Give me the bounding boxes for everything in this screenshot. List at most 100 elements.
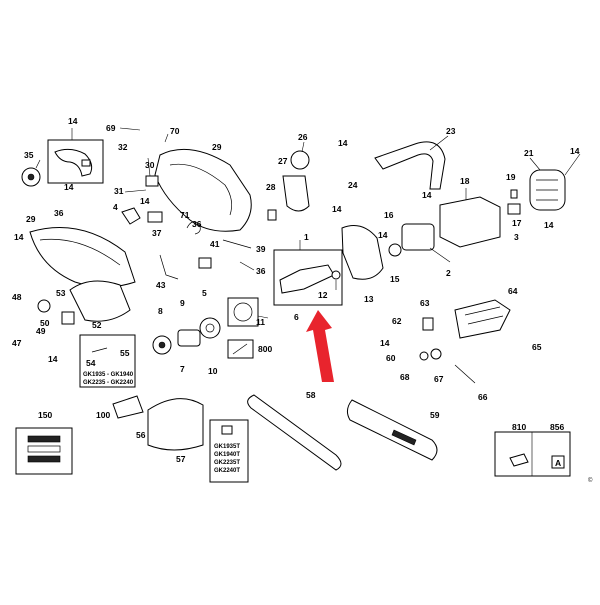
- lever-clip: [81, 159, 91, 167]
- part-10-inner: [205, 323, 215, 333]
- knob-35-center: [27, 173, 35, 181]
- callout-36: 36: [192, 219, 202, 229]
- model-box-2-line2: GK1940T: [214, 452, 240, 458]
- trigger-lever: [54, 148, 93, 177]
- part-17: [507, 203, 521, 215]
- bearing-12: [331, 270, 341, 280]
- callout-14: 14: [48, 354, 58, 364]
- callout-19: 19: [506, 172, 516, 182]
- callout-71: 71: [180, 210, 190, 220]
- callout-14: 14: [378, 230, 388, 240]
- callout-16: 16: [384, 210, 394, 220]
- leader-lines: [35, 127, 581, 319]
- callout-49: 49: [36, 326, 46, 336]
- part-49: [61, 311, 75, 325]
- part-57-clip: [221, 425, 233, 435]
- callout-800: 800: [258, 344, 272, 354]
- callout-30: 30: [145, 160, 155, 170]
- shaft-gear-7: [177, 329, 201, 347]
- callout-29: 29: [26, 214, 36, 224]
- motor-cover-13: [341, 225, 384, 280]
- callouts: 14 69 70 32 35 29 30 31 14 36 14 4 71 36…: [12, 116, 593, 484]
- part-39-bar: [222, 239, 252, 249]
- callout-21: 21: [524, 148, 534, 158]
- part-43: [159, 254, 179, 280]
- callout-100: 100: [96, 410, 110, 420]
- callout-58: 58: [306, 390, 316, 400]
- callout-56: 56: [136, 430, 146, 440]
- front-guard-64: [454, 299, 511, 339]
- gear-8-hub: [158, 341, 166, 349]
- part-5: [198, 257, 212, 269]
- part-19: [510, 189, 518, 199]
- housing-29-lower: [29, 227, 136, 288]
- tool-810: [509, 453, 529, 467]
- callout-60: 60: [386, 353, 396, 363]
- callout-32: 32: [118, 142, 128, 152]
- gear-housing-52: [69, 280, 131, 322]
- front-guard-64-grip: [464, 306, 504, 325]
- callout-23: 23: [446, 126, 456, 136]
- callout-14: 14: [332, 204, 342, 214]
- callout-2: 2: [446, 268, 451, 278]
- callout-43: 43: [156, 280, 166, 290]
- cap-26: [290, 150, 310, 170]
- part-box-54: [79, 334, 136, 388]
- callout-70: 70: [170, 126, 180, 136]
- callout-35: 35: [24, 150, 34, 160]
- callout-17: 17: [512, 218, 522, 228]
- callout-6: 6: [294, 312, 299, 322]
- part-28: [267, 209, 277, 221]
- callout-54: 54: [86, 358, 96, 368]
- callout-14: 14: [570, 146, 580, 156]
- callout-36: 36: [256, 266, 266, 276]
- callout-48: 48: [12, 292, 22, 302]
- callout-31: 31: [114, 186, 124, 196]
- callout-37: 37: [152, 228, 162, 238]
- callout-27: 27: [278, 156, 288, 166]
- callout-66: 66: [478, 392, 488, 402]
- part-67: [430, 348, 442, 360]
- callout-52: 52: [92, 320, 102, 330]
- part-box-57: [209, 419, 249, 483]
- part-4: [121, 207, 141, 225]
- part-6-wheel: [233, 302, 253, 322]
- callout-41: 41: [210, 239, 220, 249]
- callout-856: 856: [550, 422, 564, 432]
- housing-29-upper-detail: [169, 163, 232, 216]
- housing-29-lower-detail: [39, 239, 121, 266]
- callout-59: 59: [430, 410, 440, 420]
- part-box-32: [47, 139, 104, 184]
- callout-39: 39: [256, 244, 266, 254]
- handle-23: [374, 141, 446, 190]
- callout-26: 26: [298, 132, 308, 142]
- label-856-letter: A: [555, 458, 561, 468]
- part-30: [145, 175, 159, 187]
- callout-150: 150: [38, 410, 52, 420]
- callout-63: 63: [420, 298, 430, 308]
- callout-4: 4: [113, 202, 118, 212]
- callout-18: 18: [460, 176, 470, 186]
- callout-65: 65: [532, 342, 542, 352]
- model-box-1-line2: GK2235 - GK2240: [83, 380, 134, 386]
- part-63: [422, 317, 434, 331]
- tool-800: [232, 343, 248, 355]
- part-100: [112, 395, 144, 419]
- oil-tank-27: [282, 175, 310, 212]
- model-box-2-line1: GK1935T: [214, 444, 240, 450]
- callout-7: 7: [180, 364, 185, 374]
- washer-15: [388, 243, 402, 257]
- housing-29-upper: [154, 148, 252, 232]
- callout-67: 67: [434, 374, 444, 384]
- callout-13: 13: [364, 294, 374, 304]
- part-68: [419, 351, 429, 361]
- part-box-810-856: [494, 431, 571, 477]
- callout-14: 14: [380, 338, 390, 348]
- callout-50: 50: [40, 318, 50, 328]
- callout-14: 14: [64, 182, 74, 192]
- callout-64: 64: [508, 286, 518, 296]
- callout-53: 53: [56, 288, 66, 298]
- label-150-line2: [27, 445, 61, 453]
- bar-cover-59-logo: [391, 429, 417, 446]
